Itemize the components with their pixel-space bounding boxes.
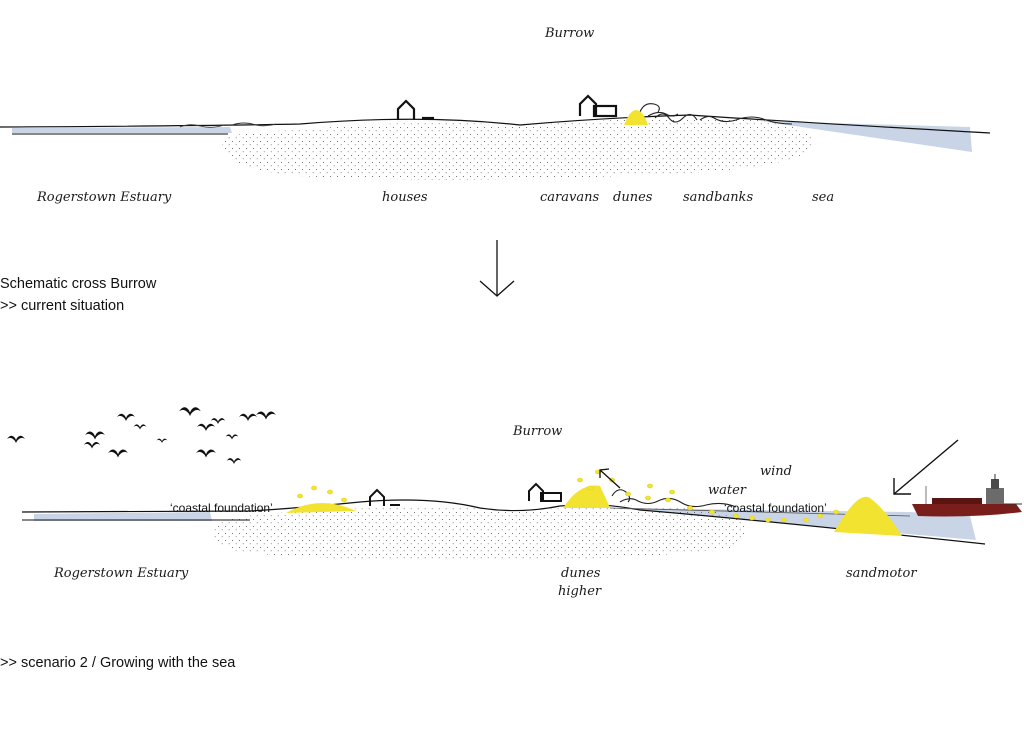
sandbank-waves <box>654 113 793 125</box>
sand-particle <box>733 513 739 519</box>
label-coastal-foundation-left: ‘coastal foundation’ <box>170 501 273 515</box>
bottom-title: Burrow <box>512 424 562 439</box>
label-water: water <box>708 483 747 498</box>
sand-particle <box>749 515 755 521</box>
bottom-section: Burrow <box>7 407 1022 599</box>
label-estuary: Rogerstown Estuary <box>36 190 172 205</box>
top-title: Burrow <box>544 26 594 41</box>
sand-particle <box>645 495 651 501</box>
bird-icon <box>179 407 201 416</box>
sand-particle <box>341 497 347 503</box>
dune-heap-higher <box>563 485 610 508</box>
bird-flock <box>7 407 276 464</box>
bird-icon <box>133 424 147 430</box>
bird-icon <box>196 449 216 458</box>
coastal-foundation-left-heap <box>286 502 356 513</box>
bird-icon <box>239 413 257 421</box>
label-caravans: caravans <box>540 190 599 205</box>
ground-line-2 <box>21 499 986 545</box>
sand-particle <box>665 497 671 503</box>
sand-particle <box>311 485 317 491</box>
label-higher: higher <box>558 584 602 599</box>
sand-particle <box>577 477 583 483</box>
sand-particles <box>297 469 839 523</box>
sand-particle <box>327 489 333 495</box>
ship-icon <box>912 474 1022 517</box>
label-sandbanks: sandbanks <box>683 190 753 205</box>
sandmotor-heap <box>834 496 902 536</box>
down-arrow-icon <box>479 240 515 297</box>
sand-particle <box>803 517 809 523</box>
estuary-water <box>12 127 232 133</box>
caption2-line1: >> scenario 2 / Growing with the sea <box>0 655 236 671</box>
bird-icon <box>225 434 239 440</box>
bird-icon <box>85 431 105 440</box>
label-sea: sea <box>812 190 834 205</box>
dune-mound <box>624 110 648 125</box>
sand-particle <box>781 517 787 523</box>
sand-particle <box>687 505 693 511</box>
arrow-icon <box>599 468 621 489</box>
label-dunes-2: dunes <box>561 566 601 581</box>
caption1-line2: >> current situation <box>0 298 124 314</box>
bird-icon <box>83 441 101 449</box>
bird-icon <box>210 418 226 424</box>
sand-particle <box>817 513 823 519</box>
sand-body <box>221 118 813 180</box>
wind-arrow-icon <box>893 439 959 495</box>
house-icon <box>369 488 400 506</box>
sand-particle <box>625 491 631 497</box>
label-houses: houses <box>382 190 428 205</box>
bird-icon <box>256 411 276 420</box>
sand-particle <box>765 517 771 523</box>
breaking-wave <box>639 103 679 117</box>
bird-icon <box>156 438 168 443</box>
sand-particle <box>669 489 675 495</box>
label-dunes: dunes <box>613 190 653 205</box>
bird-icon <box>197 423 215 431</box>
label-wind: wind <box>760 464 792 479</box>
sand-particle <box>297 493 303 499</box>
bird-icon <box>108 449 128 458</box>
caravan-icon <box>528 482 562 502</box>
sand-particle <box>709 509 715 515</box>
house-icon <box>396 99 434 120</box>
estuary-ripples <box>179 122 277 128</box>
sand-particle <box>647 483 653 489</box>
label-coastal-foundation-right: ‘coastal foundation’ <box>724 501 827 515</box>
bird-icon <box>117 413 135 421</box>
top-section: Burrow Rogerstown Estuary houses caravan… <box>0 26 991 205</box>
sand-particle <box>833 509 839 515</box>
bird-icon <box>7 435 25 443</box>
caravan-icon <box>578 94 618 118</box>
sand-body-2 <box>211 505 745 561</box>
caption1-line1: Schematic cross Burrow <box>0 276 157 292</box>
bird-icon <box>226 458 242 464</box>
sand-particle <box>587 485 593 491</box>
label-sandmotor: sandmotor <box>846 566 917 581</box>
estuary-water-2 <box>34 512 212 521</box>
label-estuary-2: Rogerstown Estuary <box>53 566 189 581</box>
